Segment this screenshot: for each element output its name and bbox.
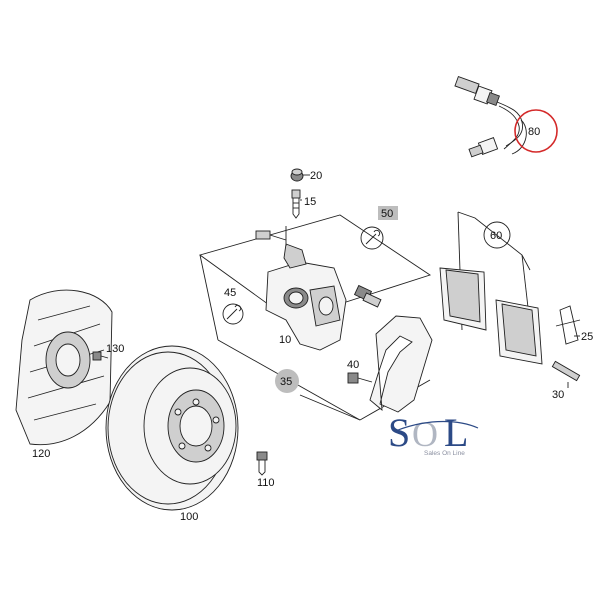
brake-disc-part — [105, 345, 239, 511]
logo-tagline: Sales On Line — [424, 450, 465, 457]
logo-letter-l: L — [444, 410, 468, 455]
brake-pad-front — [439, 267, 487, 331]
logo-letter-o: O — [412, 414, 438, 454]
pad-leader — [457, 211, 531, 271]
bracket-bolt-part — [347, 372, 373, 384]
part-label-15: 15 — [304, 196, 316, 208]
shield-bolt-part — [92, 351, 109, 361]
wear-sensor-part — [454, 75, 558, 158]
logo-letter-s: S — [388, 410, 410, 455]
part-label-35-circle — [275, 369, 299, 393]
part-label-120: 120 — [32, 448, 50, 460]
caliper-part — [255, 226, 347, 351]
caliper-bracket-part — [369, 315, 433, 413]
wrench-icon — [360, 226, 384, 250]
part-label-80: 80 — [528, 126, 540, 138]
bleed-cap-part — [290, 168, 304, 182]
part-label-45: 45 — [224, 287, 236, 299]
disc-screw-part — [256, 451, 268, 476]
wrench-icon — [222, 303, 244, 325]
pin-part — [551, 360, 581, 382]
bleed-screw-part — [291, 189, 301, 219]
brake-pad-rear — [495, 299, 543, 365]
part-label-50-box — [378, 206, 398, 220]
part-label-25: 25 — [581, 331, 593, 343]
part-label-50: 50 — [381, 208, 393, 220]
part-label-60: 60 — [490, 230, 502, 242]
part-label-100: 100 — [180, 511, 198, 523]
sol-logo: S O L Sales On Line — [388, 410, 479, 457]
part-label-35: 35 — [280, 376, 292, 388]
guide-pin-part — [353, 284, 382, 308]
part-label-20: 20 — [310, 170, 322, 182]
part-label-10: 10 — [279, 334, 291, 346]
highlight-circle — [514, 109, 558, 153]
part-label-130: 130 — [106, 343, 124, 355]
dust-shield-part — [15, 289, 113, 446]
part-label-40: 40 — [347, 359, 359, 371]
part-label-110: 110 — [257, 477, 275, 489]
spring-clip-part — [555, 305, 581, 345]
assembly-frame — [198, 214, 432, 321]
part-label-30: 30 — [552, 389, 564, 401]
